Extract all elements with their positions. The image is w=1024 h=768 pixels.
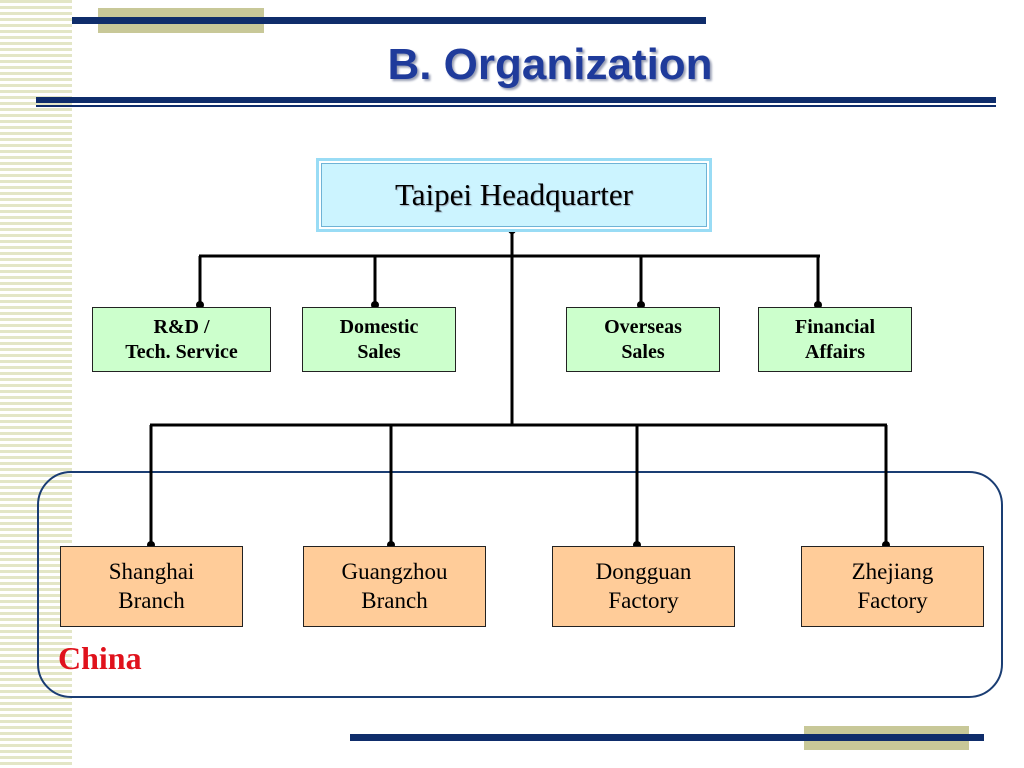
left-stripe-decoration bbox=[0, 0, 72, 768]
department-label: Financial bbox=[794, 315, 875, 338]
department-label: Overseas bbox=[604, 315, 682, 338]
department-label: Sales bbox=[357, 340, 401, 363]
department-label: Sales bbox=[621, 340, 665, 363]
department-label: R&D / bbox=[153, 315, 210, 338]
top-short-rule bbox=[72, 17, 706, 24]
title-underline-thick bbox=[36, 97, 996, 103]
region-label-china: China bbox=[58, 640, 142, 676]
branch-label: Factory bbox=[857, 587, 928, 613]
branch-label: Branch bbox=[361, 587, 428, 613]
branch-label: Branch bbox=[118, 587, 185, 613]
page-title: B. Organization bbox=[387, 40, 713, 89]
department-label: Domestic bbox=[339, 315, 419, 338]
branch-label: Dongguan bbox=[595, 558, 692, 584]
branch-label: Zhejiang bbox=[851, 558, 934, 584]
branch-label: Factory bbox=[608, 587, 679, 613]
bottom-rule bbox=[350, 734, 984, 741]
department-node-rd: R&D /Tech. Service bbox=[92, 307, 271, 372]
department-label: Affairs bbox=[805, 340, 865, 363]
china-region-frame bbox=[37, 471, 1003, 698]
department-label: Tech. Service bbox=[125, 340, 238, 363]
branch-label: Guangzhou bbox=[341, 558, 448, 584]
branch-label: Shanghai bbox=[108, 558, 195, 584]
headquarter-label: Taipei Headquarter bbox=[395, 176, 633, 212]
title-underline-thin bbox=[36, 105, 996, 107]
headquarter-node: Taipei Headquarter bbox=[316, 158, 712, 232]
